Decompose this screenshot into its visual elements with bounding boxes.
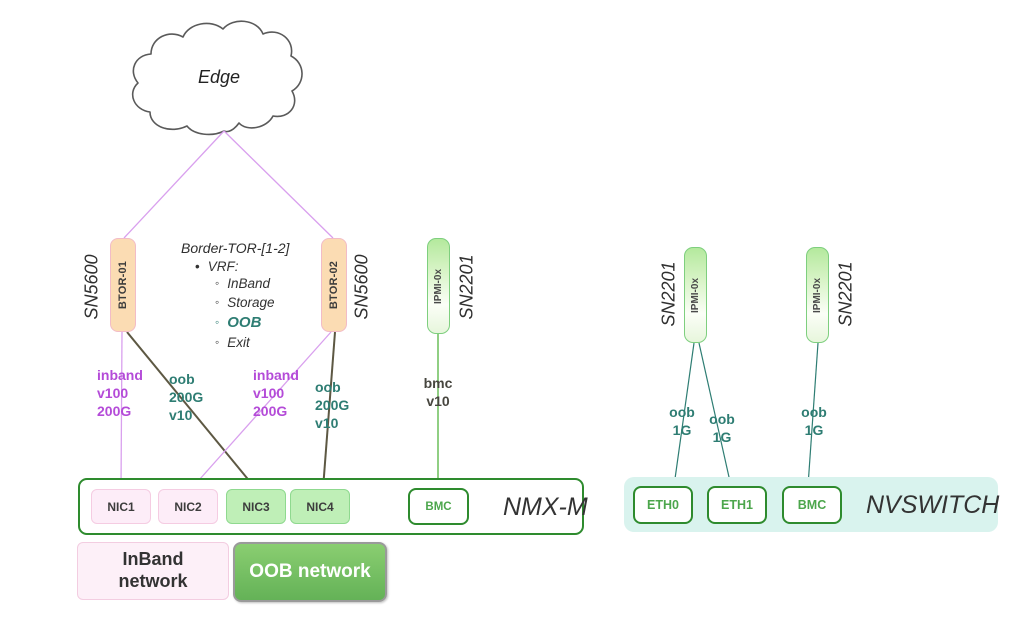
- btor-01-label: BTOR-01: [117, 260, 130, 310]
- link-label-oob-1g-1: oob 1G: [669, 404, 695, 438]
- ipmi-right1-label: IPMI-0x: [690, 277, 702, 313]
- btor-02-label: BTOR-02: [328, 260, 341, 310]
- link-label-oob-1g-2: oob 1G: [709, 411, 735, 445]
- switch-btor-02: BTOR-02: [321, 238, 347, 332]
- note-item-exit: Exit: [215, 335, 311, 350]
- note-title: Border-TOR-[1-2]: [181, 240, 290, 256]
- port-nvswitch-bmc: BMC: [782, 486, 842, 524]
- note-item-storage: Storage: [215, 295, 311, 310]
- note-vrf-heading: VRF:: [195, 259, 311, 274]
- switch-btor-01: BTOR-01: [110, 238, 136, 332]
- edge-cloud-shape: [131, 20, 303, 136]
- btor-02-model-label: SN5600: [351, 254, 372, 320]
- ipmi-mid-model-label: SN2201: [456, 254, 477, 320]
- port-nic3: NIC3: [226, 489, 286, 524]
- note-item-oob: OOB: [215, 314, 311, 331]
- switch-ipmi-right1: IPMI-0x: [684, 247, 707, 343]
- legend-inband-network: InBand network: [77, 542, 229, 600]
- ipmi-right2-label: IPMI-0x: [812, 277, 824, 313]
- note-item-inband: InBand: [215, 276, 311, 291]
- ipmi-right2-model-label: SN2201: [835, 261, 856, 327]
- ipmi-right1-model-label: SN2201: [658, 261, 679, 327]
- nvswitch-title: NVSWITCH: [866, 491, 1000, 519]
- btor-01-model-label: SN5600: [81, 254, 102, 320]
- link-label-bmc: bmc v10: [423, 375, 453, 409]
- port-eth1: ETH1: [707, 486, 767, 524]
- port-nic4: NIC4: [290, 489, 350, 524]
- link-label-oob-1: oob 200G v10: [169, 371, 204, 423]
- legend-oob-network: OOB network: [233, 542, 387, 602]
- port-nic2: NIC2: [158, 489, 218, 524]
- ipmi-mid-label: IPMI-0x: [433, 268, 445, 304]
- port-nic1: NIC1: [91, 489, 151, 524]
- nmx-m-title: NMX-M: [503, 493, 588, 521]
- border-tor-note: Border-TOR-[1-2] VRF: InBand Storage OOB…: [181, 240, 311, 354]
- note-vrf-list: InBand Storage OOB Exit: [181, 276, 311, 350]
- port-eth0: ETH0: [633, 486, 693, 524]
- link-label-oob-1g-3: oob 1G: [801, 404, 827, 438]
- edge-cloud-label: Edge: [197, 67, 241, 87]
- link-label-inband-2: inband v100 200G: [253, 367, 299, 419]
- switch-ipmi-mid: IPMI-0x: [427, 238, 450, 334]
- switch-ipmi-right2: IPMI-0x: [806, 247, 829, 343]
- link-label-inband-1: inband v100 200G: [97, 367, 143, 419]
- link-label-oob-2: oob 200G v10: [315, 379, 350, 431]
- port-nmx-bmc: BMC: [408, 488, 469, 525]
